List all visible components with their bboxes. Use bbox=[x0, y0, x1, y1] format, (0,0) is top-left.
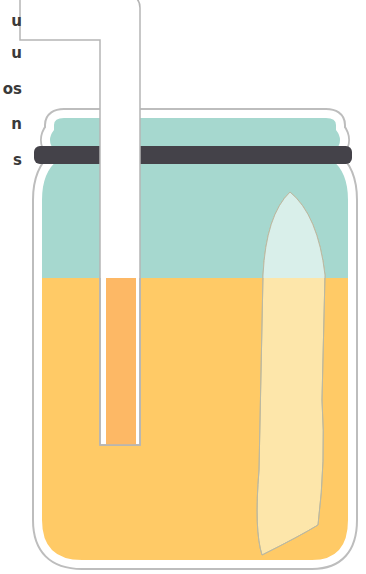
straw bbox=[20, 0, 140, 445]
edge-text-fragment: n bbox=[0, 115, 22, 133]
edge-text-fragment: u bbox=[0, 12, 22, 30]
edge-text-fragment: s bbox=[0, 151, 22, 169]
straw-in-liquid bbox=[106, 278, 136, 445]
fruit-piece bbox=[257, 192, 325, 555]
edge-text-fragment: u bbox=[0, 44, 22, 62]
edge-text-fragment: os bbox=[0, 80, 22, 98]
jar bbox=[0, 100, 366, 574]
